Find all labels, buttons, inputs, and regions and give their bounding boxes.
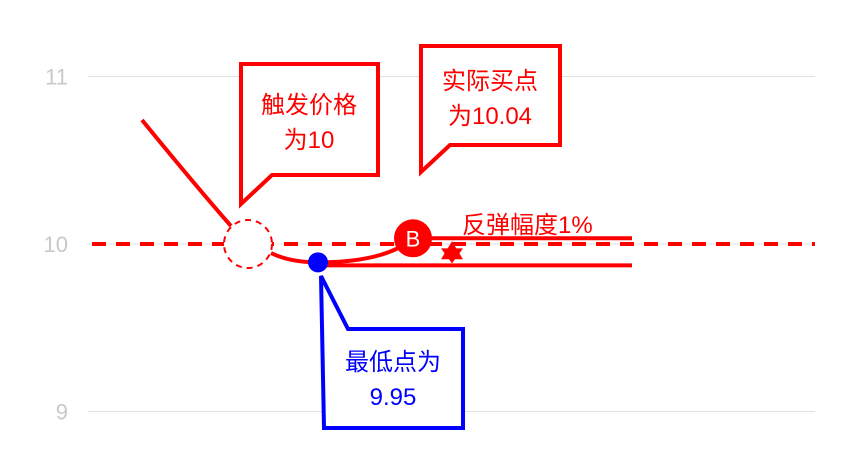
price-curve-rebound	[270, 236, 415, 265]
low-callout: 最低点为 9.95	[319, 275, 465, 430]
low-callout-line2: 9.95	[370, 384, 417, 411]
y-tick-label: 9	[56, 400, 68, 425]
buy-point-marker	[394, 219, 432, 258]
y-axis-ticks: 9 10 11	[44, 65, 68, 425]
buy-marker-label: B	[406, 226, 421, 251]
rebound-label: 反弹幅度1%	[462, 212, 593, 239]
y-tick-label: 10	[44, 232, 68, 257]
rebound-arrow	[441, 241, 463, 264]
trigger-callout-line1: 触发价格	[261, 92, 357, 119]
price-curve-descending	[140, 118, 233, 228]
buy-callout: 实际买点 为10.04	[419, 44, 562, 177]
low-point-marker	[308, 252, 328, 273]
buy-callout-line2: 为10.04	[448, 103, 532, 130]
trigger-point-marker	[223, 219, 273, 269]
trigger-callout-line2: 为10	[284, 127, 335, 154]
y-tick-label: 11	[45, 65, 68, 90]
low-callout-line1: 最低点为	[345, 349, 441, 376]
buy-callout-line1: 实际买点	[442, 68, 538, 95]
trigger-callout: 触发价格 为10	[239, 62, 380, 209]
